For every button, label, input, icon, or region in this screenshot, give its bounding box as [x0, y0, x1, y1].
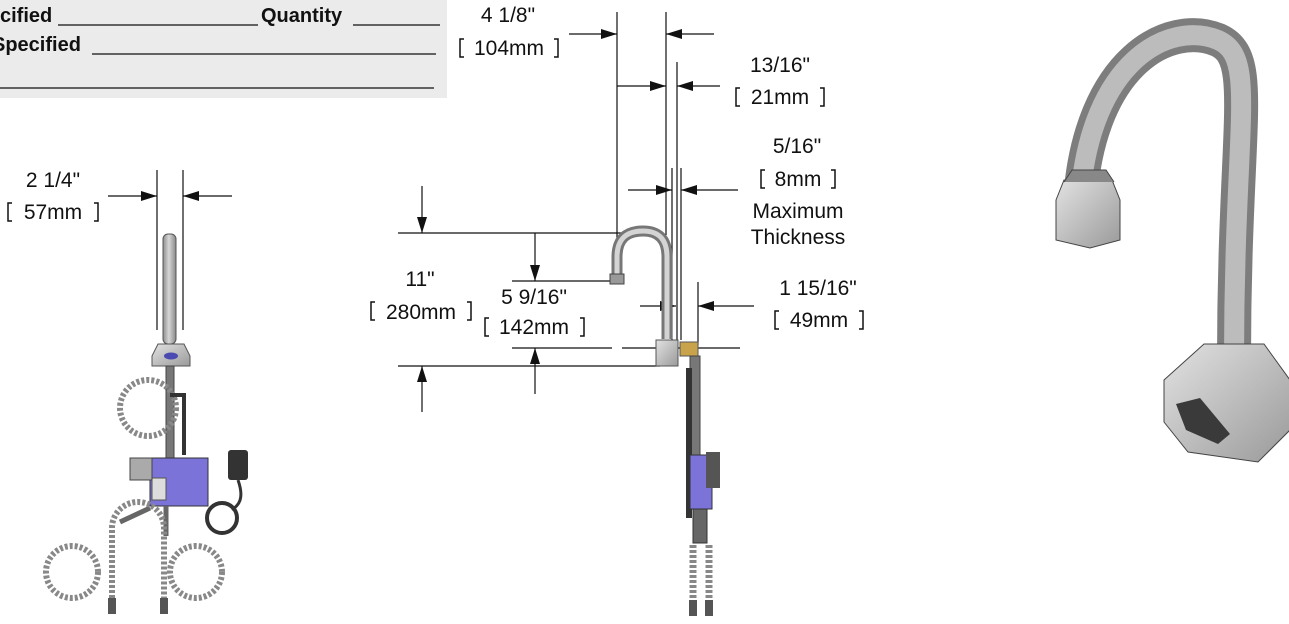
dim-280mm-label: 280mm	[386, 301, 456, 324]
faucet-3d-render	[1055, 18, 1289, 463]
dim-1-15-16-in-label: 1 15/16"	[779, 277, 857, 300]
sensor-window-front-icon	[164, 352, 178, 360]
dim-49mm-brackets	[774, 310, 864, 330]
dim-5-9-16-in-label: 5 9/16"	[501, 286, 567, 309]
dim-11-in-label: 11"	[405, 268, 434, 291]
dim-5-16-in-label: 5/16"	[773, 135, 821, 158]
dim-2-1-4-in-label: 2 1/4"	[26, 169, 80, 192]
hoses-side	[689, 545, 713, 600]
dimension-13-16: 13/16" 21mm	[617, 54, 825, 340]
mounting-nut	[679, 341, 699, 357]
form-field-specified2-label: Specified	[0, 34, 81, 56]
tee-fitting	[129, 457, 153, 481]
specification-form: cified Quantity Specified	[0, 0, 447, 98]
front-view-assembly: 2 1/4" 57mm	[7, 169, 248, 614]
dim-142mm-brackets	[484, 317, 585, 337]
control-cable-side	[686, 368, 692, 518]
dim-280mm-brackets	[370, 301, 472, 321]
dim-8mm-brackets	[760, 169, 836, 189]
dim-21mm-brackets	[735, 87, 825, 107]
spout-outlet-aerator	[609, 273, 625, 285]
dim-49mm-label: 49mm	[790, 309, 848, 332]
hose-end-right	[160, 598, 168, 614]
dim-4-1-8-in-label: 4 1/8"	[481, 4, 535, 27]
spout-outlet-3d	[1055, 179, 1121, 249]
dim-21mm-label: 21mm	[751, 86, 809, 109]
dim-max-thickness-label-2: Thickness	[751, 226, 846, 249]
control-cable	[170, 393, 186, 455]
dim-57mm-label: 57mm	[24, 201, 82, 224]
dim-57mm-brackets	[7, 202, 99, 222]
faucet-body-side	[655, 339, 679, 367]
dim-13-16-in-label: 13/16"	[750, 54, 810, 77]
hose-loop-left	[109, 499, 167, 598]
dimension-5-16: 5/16" 8mm Maximum Thickness	[628, 135, 845, 340]
dim-max-thickness-label-1: Maximum	[752, 200, 843, 223]
dimension-11: 11" 280mm	[370, 186, 660, 412]
dimension-2-1-4: 2 1/4" 57mm	[7, 169, 232, 330]
dim-104mm-brackets	[459, 38, 559, 58]
form-field-specified-label: cified	[0, 5, 52, 27]
spout-front	[162, 233, 177, 345]
form-background	[0, 0, 447, 98]
sensor-window-3d-icon	[1176, 398, 1230, 444]
dim-142mm-label: 142mm	[499, 316, 569, 339]
hose-coil-right	[167, 543, 225, 601]
hose-end-left	[108, 598, 116, 614]
solenoid	[151, 477, 167, 501]
form-field-quantity-label: Quantity	[261, 5, 343, 27]
side-view-assembly: 4 1/8" 104mm 13/16" 21mm 5/16" 8mm	[370, 4, 864, 616]
power-cord-coil	[205, 501, 239, 535]
gooseneck-spout-side	[611, 225, 673, 339]
dimension-1-15-16: 1 15/16" 49mm	[622, 277, 864, 349]
dim-8mm-label: 8mm	[775, 168, 822, 191]
hose-coil-upper	[117, 377, 179, 439]
dimension-4-1-8: 4 1/8" 104mm	[459, 4, 714, 278]
power-adapter-icon	[228, 450, 248, 480]
solenoid-side	[706, 452, 720, 488]
hose-coil-left	[43, 543, 101, 601]
dimension-5-9-16: 5 9/16" 142mm	[484, 233, 612, 394]
dim-104mm-label: 104mm	[474, 37, 544, 60]
